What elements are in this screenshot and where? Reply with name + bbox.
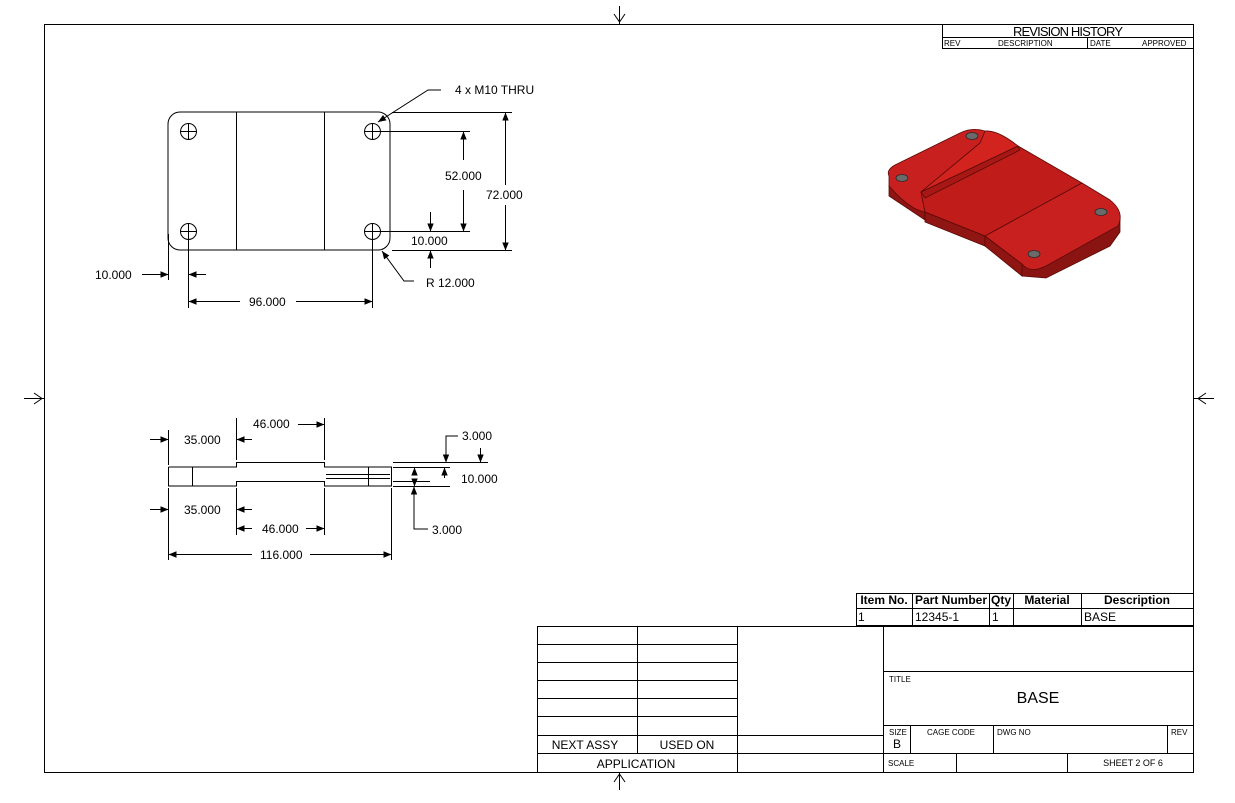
mounting-holes: [180, 123, 381, 240]
rev-label: REV: [1171, 728, 1188, 737]
dim-hole-offset-y: 10.000: [411, 234, 448, 248]
dim-thickness: 10.000: [461, 472, 498, 486]
bom-header-part-number: Part Number: [915, 593, 987, 607]
bill-of-materials: Item No. Part Number Qty Material Descri…: [856, 593, 1194, 626]
dim-top-left: 35.000: [184, 433, 221, 447]
title-block: [537, 626, 1194, 773]
side-profile: [168, 462, 392, 487]
bom-header-item: Item No.: [860, 593, 907, 607]
next-assy-label: NEXT ASSY: [552, 738, 618, 752]
dim-step-bottom: 3.000: [432, 523, 462, 537]
title-label: TITLE: [889, 675, 911, 684]
bom-cell-description: BASE: [1084, 610, 1116, 624]
cage-code-label: CAGE CODE: [927, 728, 975, 737]
rev-column-rev: REV: [944, 39, 961, 48]
plate-outline: [167, 111, 391, 251]
rev-column-description: DESCRIPTION: [998, 39, 1053, 48]
title-block-text: NEXT ASSY USED ON APPLICATION TITLE BASE…: [552, 675, 1188, 771]
bom-cell-part-number: 12345-1: [915, 610, 959, 624]
drawing-title: BASE: [1017, 690, 1060, 707]
dim-overall-length: 116.000: [260, 548, 303, 562]
revision-history-title: REVISION HISTORY: [1013, 24, 1123, 39]
scale-label: SCALE: [888, 759, 914, 768]
dim-hole-spacing-x: 96.000: [249, 295, 286, 309]
sheet-border: [24, 6, 1214, 790]
bom-cell-item: 1: [858, 610, 865, 624]
isometric-model-view: [887, 129, 1121, 279]
size-value: B: [893, 737, 901, 751]
bom-header-material: Material: [1024, 593, 1069, 607]
dim-radius: R 12.000: [426, 276, 475, 290]
size-label: SIZE: [889, 728, 907, 737]
dim-overall-height: 72.000: [486, 188, 523, 202]
bom-cell-qty: 1: [992, 610, 999, 624]
used-on-label: USED ON: [660, 738, 715, 752]
bom-header-qty: Qty: [991, 593, 1011, 607]
rev-column-date: DATE: [1090, 39, 1111, 48]
plan-view: 4 x M10 THRU 52.000 72.000 10.000 R 12.0…: [95, 83, 534, 309]
application-label: APPLICATION: [597, 757, 675, 771]
rev-column-approved: APPROVED: [1142, 39, 1187, 48]
bom-header-description: Description: [1104, 593, 1170, 607]
revision-history-block: REVISION HISTORY REV DESCRIPTION DATE AP…: [942, 24, 1194, 49]
dim-hole-spacing-y: 52.000: [445, 169, 482, 183]
dim-top-slot: 46.000: [253, 417, 290, 431]
sheet-number: SHEET 2 OF 6: [1103, 758, 1163, 768]
dwg-no-label: DWG NO: [997, 728, 1031, 737]
dim-step-top: 3.000: [462, 429, 492, 443]
dim-bottom-slot: 46.000: [262, 522, 299, 536]
dim-hole-offset-x: 10.000: [95, 268, 132, 282]
side-view: 35.000 46.000 3.000 10.000 3.000 35.000 …: [150, 417, 498, 562]
dim-bottom-left: 35.000: [184, 503, 221, 517]
hole-note: 4 x M10 THRU: [455, 83, 534, 97]
